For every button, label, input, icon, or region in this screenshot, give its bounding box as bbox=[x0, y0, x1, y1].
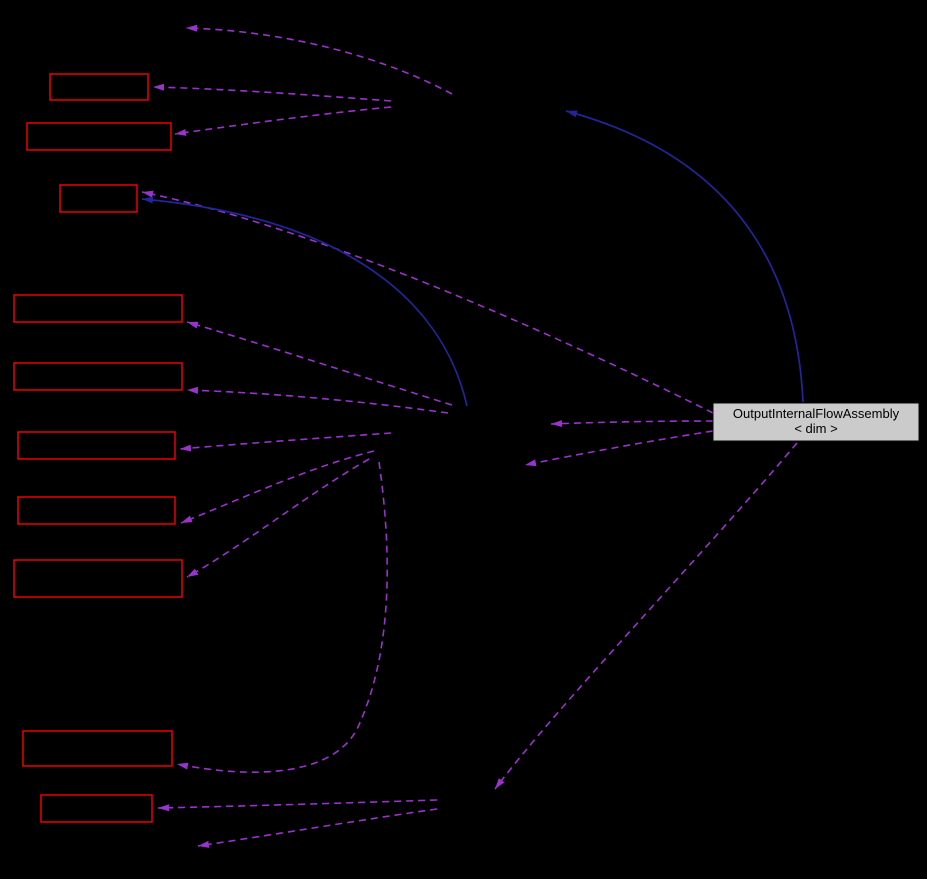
usage-edge-main-to-hub2 bbox=[524, 430, 714, 467]
class-node-6[interactable] bbox=[17, 431, 176, 460]
class-node-1[interactable] bbox=[49, 73, 149, 101]
usage-edge-main-to-bottom-hub bbox=[494, 442, 798, 790]
class-node-8[interactable] bbox=[13, 559, 183, 598]
class-node-2[interactable] bbox=[26, 122, 172, 151]
usage-edge-to-box4 bbox=[186, 321, 453, 406]
main-class-node-label-line1: OutputInternalFlowAssembly bbox=[733, 406, 900, 421]
main-class-node-box[interactable] bbox=[712, 402, 920, 442]
usage-edge-to-box5 bbox=[186, 386, 449, 414]
main-class-node[interactable]: OutputInternalFlowAssembly < dim > bbox=[712, 402, 920, 442]
usage-edge-main-to-hub1 bbox=[550, 420, 714, 428]
usage-edge-to-box10 bbox=[157, 799, 438, 812]
class-node-4[interactable] bbox=[13, 294, 183, 323]
usage-edge-bottom-left bbox=[197, 808, 438, 848]
usage-edge-top-left bbox=[185, 24, 453, 95]
usage-edge-to-box9 bbox=[176, 461, 388, 773]
class-node-10[interactable] bbox=[40, 794, 153, 823]
class-node-9[interactable] bbox=[22, 730, 173, 767]
inheritance-edge-main-to-top bbox=[565, 110, 804, 403]
class-node-5[interactable] bbox=[13, 362, 183, 391]
usage-edge-main-to-box3 bbox=[141, 190, 714, 414]
main-class-node-label-line2: < dim > bbox=[794, 421, 837, 436]
usage-edge-to-box2 bbox=[174, 106, 392, 136]
class-node-7[interactable] bbox=[17, 496, 176, 525]
usage-edge-to-box7 bbox=[180, 450, 375, 524]
inheritance-edge-to-box3 bbox=[141, 196, 468, 407]
usage-edge-to-box8 bbox=[186, 458, 370, 578]
class-node-3[interactable] bbox=[59, 184, 138, 213]
usage-edge-to-box1 bbox=[152, 83, 392, 102]
usage-edge-to-box6 bbox=[179, 432, 392, 452]
